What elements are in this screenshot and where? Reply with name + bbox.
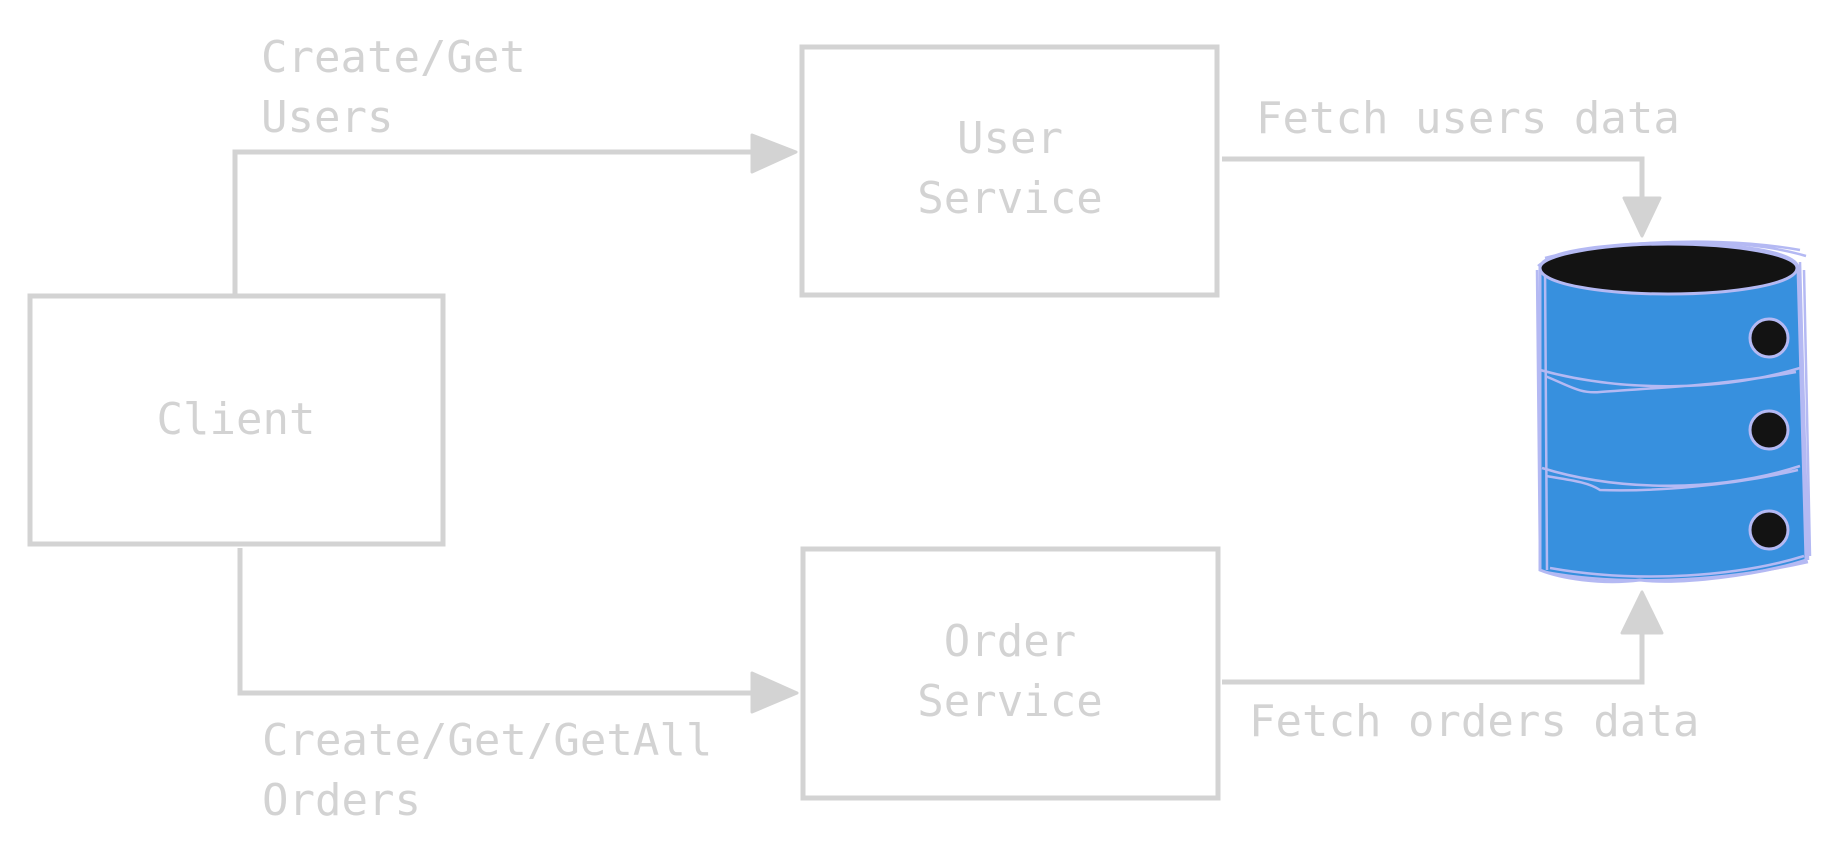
- database-indicator-dot-top: [1748, 317, 1790, 359]
- database-indicator-dot-bottom: [1748, 509, 1790, 551]
- database-sketch-outline-bottom: [1544, 554, 1809, 582]
- edge-user-service-to-database-line: [1222, 156, 1645, 198]
- database-divider-upper: [1539, 366, 1801, 394]
- edge-order-service-to-database[interactable]: [1222, 590, 1664, 685]
- node-user-service-box: [799, 44, 1220, 298]
- edge-label-client-to-order-service-line2: Orders: [262, 775, 421, 826]
- edge-label-client-to-user-service-line2: Users: [261, 92, 393, 143]
- node-order-service-label-line1: Order: [944, 616, 1076, 667]
- edge-label-order-service-to-database: Fetch orders data: [1249, 696, 1699, 747]
- edge-client-to-order-service-line: [237, 548, 756, 696]
- arrowhead-order-service: [750, 671, 799, 714]
- node-order-service-label-line2: Service: [917, 676, 1102, 727]
- node-user-service-label-line2: Service: [917, 173, 1102, 224]
- database-sketch-outline-right: [1798, 261, 1812, 561]
- database-divider-lower: [1541, 464, 1801, 492]
- node-client-label: Client: [157, 394, 316, 445]
- node-order-service-box: [800, 546, 1221, 801]
- node-client[interactable]: Client: [27, 293, 446, 547]
- edge-client-to-user-service-line: [232, 149, 756, 296]
- database-sketch-outline-left: [1535, 263, 1549, 571]
- edge-label-client-to-order-service-line1: Create/Get/GetAll: [262, 715, 712, 766]
- edge-label-client-to-user-service-line1: Create/Get: [261, 32, 526, 83]
- node-client-box: [27, 293, 446, 547]
- edge-client-to-user-service[interactable]: [232, 133, 798, 296]
- node-order-service[interactable]: Order Service: [800, 546, 1221, 801]
- arrowhead-user-service: [750, 133, 798, 174]
- node-user-service-label-line1: User: [957, 113, 1063, 164]
- arrowhead-database-bottom: [1620, 590, 1664, 635]
- edge-client-to-order-service[interactable]: [237, 548, 799, 714]
- edge-order-service-to-database-line: [1222, 633, 1645, 685]
- node-user-service[interactable]: User Service: [799, 44, 1220, 298]
- edge-label-user-service-to-database: Fetch users data: [1256, 93, 1680, 144]
- arrowhead-database-top: [1622, 196, 1662, 238]
- edge-label-client-to-user-service: Create/Get Users: [261, 32, 526, 143]
- node-database[interactable]: [1535, 240, 1812, 584]
- database-indicator-dot-middle: [1748, 409, 1790, 451]
- database-top-ellipse: [1538, 242, 1799, 296]
- edge-user-service-to-database[interactable]: [1222, 156, 1662, 238]
- edge-label-client-to-order-service: Create/Get/GetAll Orders: [262, 715, 712, 826]
- database-icon: [1535, 240, 1812, 584]
